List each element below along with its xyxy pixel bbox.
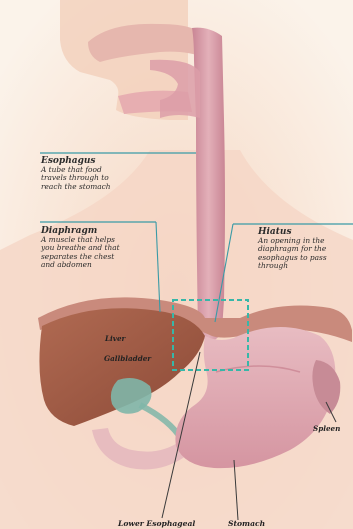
esophagus-label: Esophagus A tube that food travels throu… (41, 156, 161, 191)
lower-esophageal-label: Lower Esophageal (118, 519, 195, 528)
hiatus-label: Hiatus An opening in the diaphragm for t… (258, 227, 352, 270)
hiatus-desc-line: through (258, 262, 352, 270)
esophagus-desc-line: reach the stomach (41, 183, 161, 191)
diaphragm-label: Diaphragm A muscle that helps you breath… (41, 226, 156, 269)
spleen-label: Spleen (313, 424, 340, 433)
liver-label: Liver (105, 334, 125, 343)
diaphragm-desc-line: and abdomen (41, 261, 156, 269)
stomach-label: Stomach (228, 519, 265, 528)
gallbladder-label: Gallbladder (104, 354, 151, 363)
